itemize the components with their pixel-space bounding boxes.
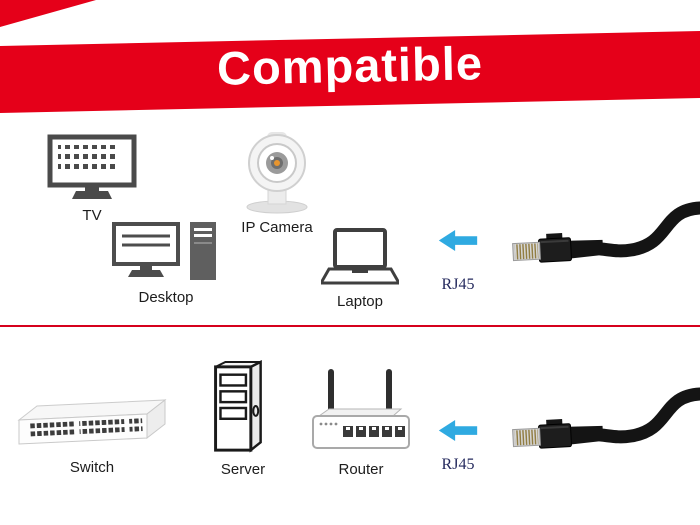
connector-label-bottom: RJ45 — [441, 456, 475, 473]
device-router: Router — [308, 364, 414, 478]
rj45-cable-icon — [512, 201, 700, 263]
device-label-ip-camera: IP Camera — [241, 219, 313, 236]
device-laptop: Laptop — [320, 228, 400, 310]
device-ip-camera: IP Camera — [231, 130, 323, 236]
tv-icon — [47, 134, 137, 199]
banner-ribbon — [0, 0, 700, 113]
device-label-desktop: Desktop — [138, 289, 194, 306]
device-switch: Switch — [16, 392, 168, 476]
section-divider — [0, 325, 700, 327]
arrow-left-icon — [438, 419, 478, 442]
device-label-laptop: Laptop — [337, 293, 383, 310]
device-tv: TV — [44, 134, 140, 224]
rj45-cable-icon — [512, 387, 700, 449]
switch-icon — [17, 398, 167, 445]
laptop-icon — [321, 228, 399, 285]
device-label-tv: TV — [82, 207, 102, 224]
server-icon — [214, 360, 262, 453]
device-desktop: Desktop — [110, 222, 222, 306]
device-label-server: Server — [220, 461, 266, 478]
router-icon — [312, 369, 410, 449]
device-label-switch: Switch — [69, 459, 115, 476]
desktop-icon — [112, 222, 216, 280]
device-label-router: Router — [338, 461, 384, 478]
arrow-left-icon — [438, 229, 478, 252]
device-server: Server — [210, 360, 276, 478]
ip-camera-icon — [246, 132, 308, 214]
connector-label-top: RJ45 — [441, 276, 475, 293]
